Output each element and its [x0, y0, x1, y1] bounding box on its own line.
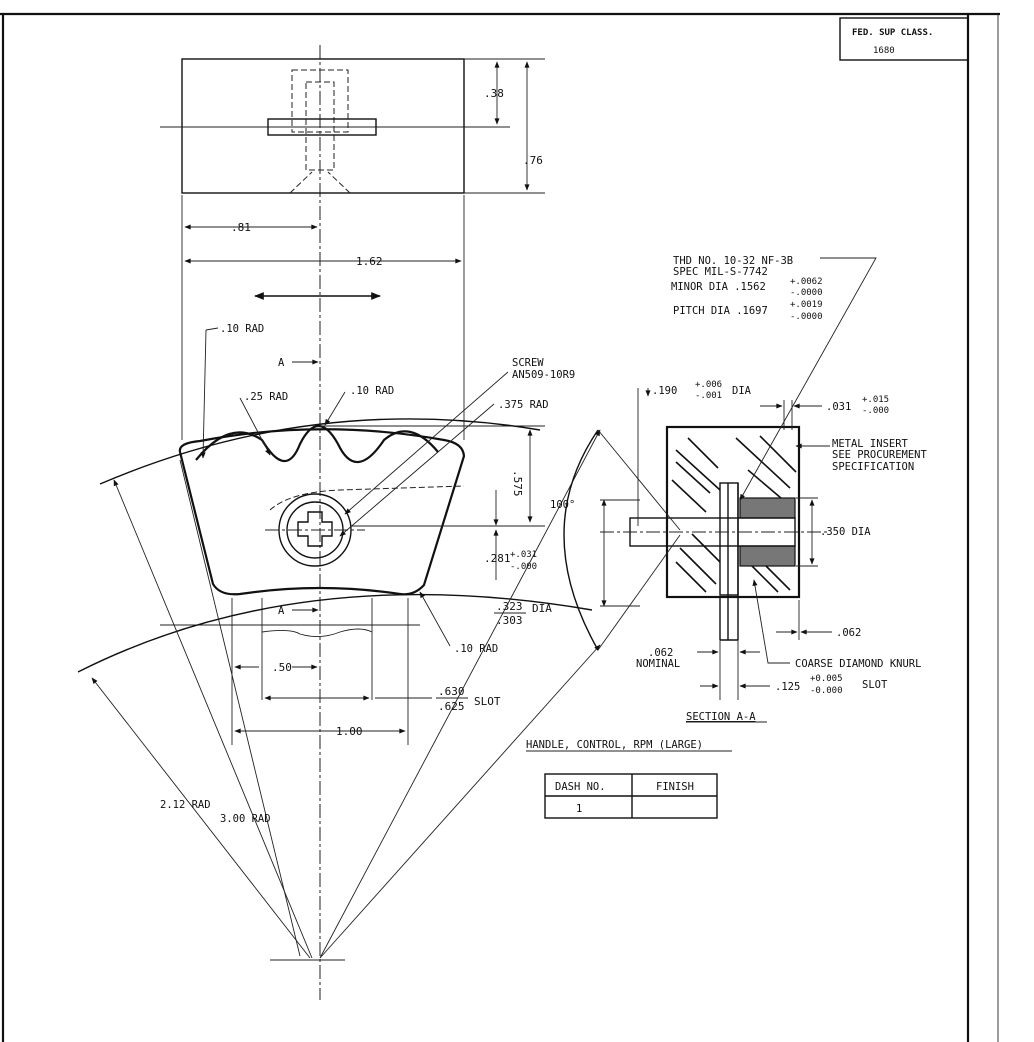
fed-sup-class-box: FED. SUP CLASS. 1680	[839, 17, 969, 61]
dim-slot-top: .630	[438, 685, 465, 698]
nominal-value: .062	[648, 647, 673, 659]
slot-plus: +0.005	[810, 674, 843, 684]
thread-line1: THD NO. 10-32 NF-3B	[673, 255, 793, 267]
sheet-border	[0, 12, 1000, 1042]
rad-hole: .375 RAD	[498, 399, 549, 411]
dim-062: .062	[836, 627, 861, 639]
dim-half-width: .81	[231, 221, 251, 234]
dim-slot-suffix: SLOT	[474, 695, 501, 708]
rad-small: 2.12 RAD	[160, 799, 211, 811]
dim-dia-suffix: DIA	[532, 602, 552, 615]
edge-plus: +.015	[862, 395, 889, 405]
screw-part: AN509-10R9	[512, 369, 575, 381]
minor-dia: MINOR DIA .1562	[671, 281, 766, 293]
edge-dim: .031	[826, 401, 851, 413]
section-mark-bottom: A	[278, 605, 285, 617]
rad-groove: .25 RAD	[244, 391, 288, 403]
angle-label: 100°	[550, 499, 575, 511]
dim-height: .575	[511, 470, 524, 497]
pitch-plus: +.0019	[790, 300, 823, 310]
fed-sup-class-value: 1680	[873, 46, 895, 56]
table-header-finish: FINISH	[656, 781, 694, 793]
dash-table: DASH NO. FINISH 1	[544, 773, 718, 819]
slot-suffix: SLOT	[862, 679, 888, 691]
insert-line3: SPECIFICATION	[832, 461, 914, 473]
bore-plus: +.006	[695, 380, 722, 390]
dim-screw-offset-minus: -.000	[510, 562, 537, 572]
dim-screw-offset: .281	[484, 552, 511, 565]
rad-large: 3.00 RAD	[220, 813, 271, 825]
section-view: 100° THD NO. 10-32 NF-3B SPEC MIL-S-7742…	[550, 255, 928, 723]
slot-width: .125	[775, 681, 800, 693]
pitch-minus: -.0000	[790, 312, 823, 322]
nominal-label: NOMINAL	[636, 658, 680, 670]
rad-bottom: .10 RAD	[454, 643, 498, 655]
part-title: HANDLE, CONTROL, RPM (LARGE)	[526, 739, 703, 751]
width-dimensions: .81 1.62	[181, 195, 465, 440]
knurl-label: COARSE DIAMOND KNURL	[795, 658, 921, 670]
edge-minus: -.000	[862, 406, 889, 416]
section-title: SECTION A-A	[686, 711, 756, 723]
top-view: .38 .76	[160, 58, 545, 194]
insert-line1: METAL INSERT	[832, 438, 909, 450]
radius-geometry: 2.12 RAD 3.00 RAD	[77, 418, 601, 961]
minor-minus: -.0000	[790, 288, 823, 298]
table-header-dash: DASH NO.	[555, 781, 606, 793]
bore-minus: -.001	[695, 391, 722, 401]
fed-sup-class-label: FED. SUP CLASS.	[852, 28, 933, 38]
dim-width-bottom: 1.00	[336, 725, 363, 738]
rad-top-center: .10 RAD	[350, 385, 394, 397]
dim-dia-bottom: .303	[496, 614, 523, 627]
insert-line2: SEE PROCUREMENT	[832, 449, 928, 461]
dim-dia-top: .323	[496, 600, 523, 613]
dia-350: .350 DIA	[820, 526, 871, 538]
bore-suffix: DIA	[732, 385, 752, 397]
pitch-dia: PITCH DIA .1697	[673, 305, 768, 317]
section-mark-top: A	[278, 357, 285, 369]
dim-height-small: .38	[484, 87, 504, 100]
slot-minus: -0.000	[810, 686, 843, 696]
dim-height-total: .76	[523, 154, 543, 167]
minor-plus: +.0062	[790, 277, 823, 287]
dim-total-width: 1.62	[356, 255, 383, 268]
screw-label: SCREW	[512, 357, 544, 369]
front-view-labels: .10 RAD A .25 RAD .10 RAD SCREW AN509-10…	[200, 323, 575, 738]
rad-top-left: .10 RAD	[220, 323, 264, 335]
bore-dia: .190	[652, 385, 677, 397]
thread-line2: SPEC MIL-S-7742	[673, 266, 768, 278]
table-cell-dash-1: 1	[576, 803, 582, 815]
dim-half-slot: .50	[272, 661, 292, 674]
dim-screw-offset-plus: +.031	[510, 550, 537, 560]
front-view	[160, 425, 466, 745]
dim-slot-bottom: .625	[438, 700, 465, 713]
